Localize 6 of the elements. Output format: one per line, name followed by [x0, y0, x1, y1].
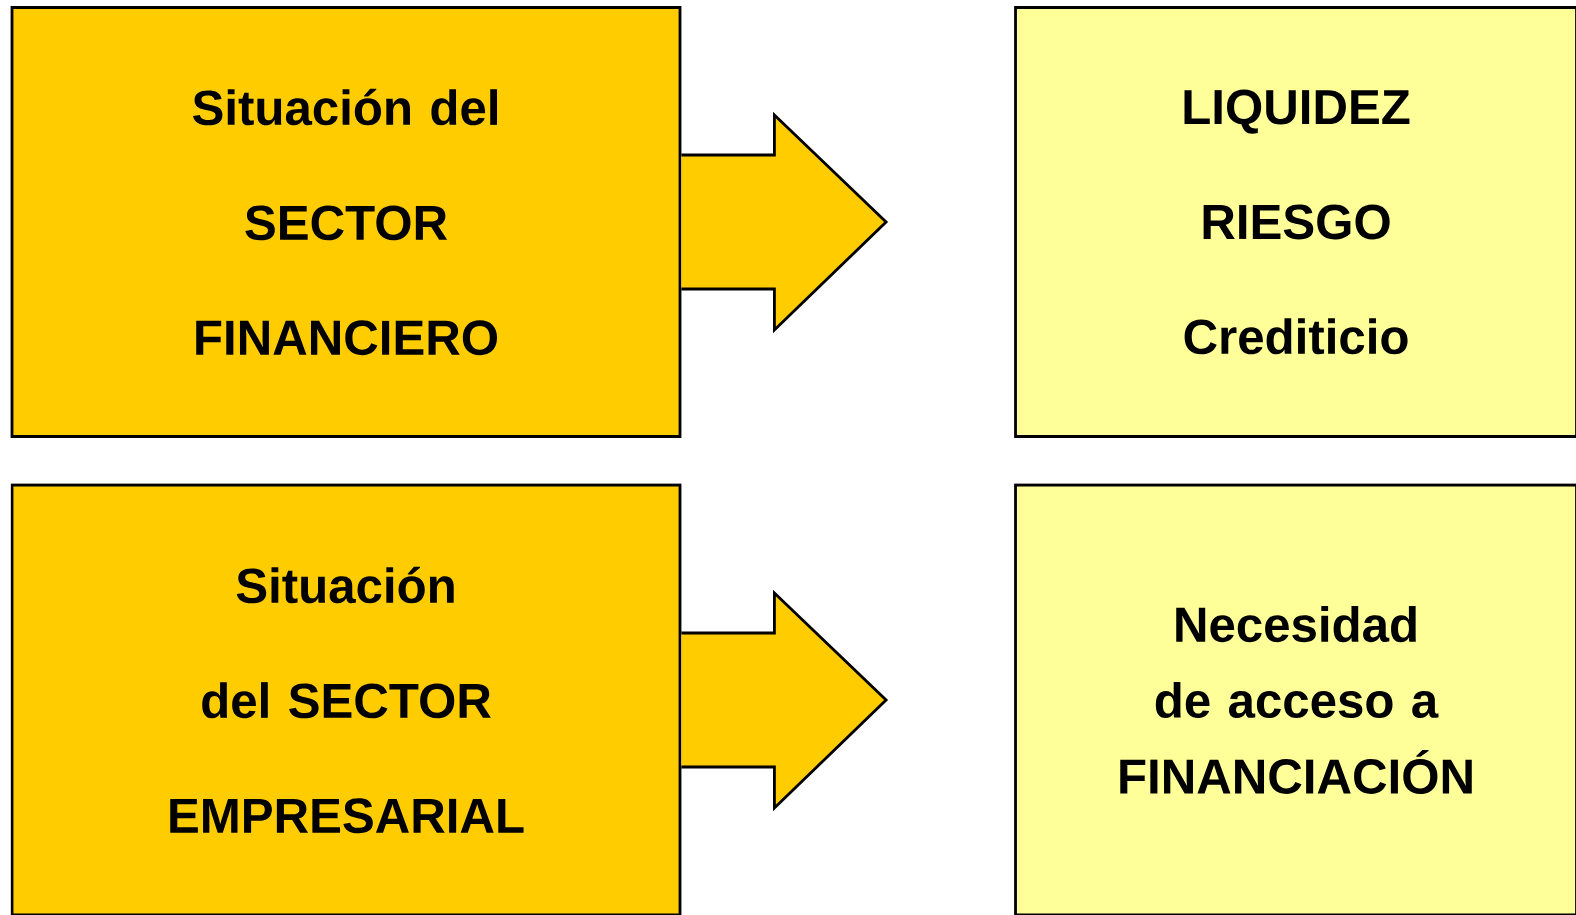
process-box: Situación del SECTOR EMPRESARIAL: [10, 483, 682, 915]
process-box: Situación del SECTOR FINANCIERO: [10, 6, 682, 438]
block-arrow: [680, 589, 889, 812]
result-box: Necesidad de acceso a FINANCIACIÓN: [1014, 483, 1576, 915]
result-box: LIQUIDEZ RIESGO Crediticio: [1014, 6, 1576, 438]
block-arrow: [680, 111, 889, 334]
